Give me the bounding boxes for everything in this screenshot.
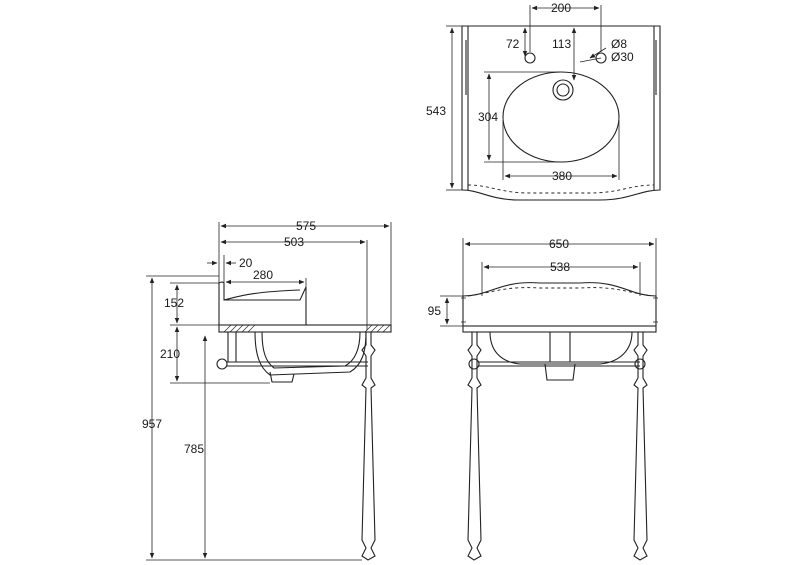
basin-top-slab: [218, 324, 392, 333]
dim-650: 650: [549, 237, 569, 251]
leg-front: [227, 332, 237, 362]
front-view: 650 538 95: [428, 237, 658, 561]
dim-543: 543: [426, 104, 446, 118]
dim-280: 280: [253, 268, 273, 282]
dim-503: 503: [284, 235, 304, 249]
front-top-profile: [462, 282, 657, 326]
dim-380: 380: [552, 169, 572, 183]
side-bowl: [254, 331, 367, 376]
dim-538: 538: [550, 260, 570, 274]
tap-hole-right: [595, 52, 607, 64]
dim-210: 210: [160, 347, 180, 361]
dim-72: 72: [506, 37, 520, 51]
top-view: 543 200 72 113 Ø8 Ø30 304 380: [426, 1, 661, 201]
dim-152: 152: [164, 296, 184, 310]
bowl-outline: [502, 71, 620, 163]
tap-hole-left: [524, 52, 536, 64]
dim-diam-8: Ø8: [611, 37, 627, 51]
side-view: 575 503 20 280 152 210 957 785: [142, 219, 392, 561]
front-edge-dashed: [467, 184, 655, 194]
leg-left: [467, 332, 482, 561]
leg-side: [361, 332, 376, 561]
dim-diam-30: Ø30: [611, 50, 634, 64]
front-bowl: [489, 331, 633, 365]
top-view-outline: [461, 25, 661, 201]
drain-hole: [552, 79, 574, 101]
dim-113: 113: [552, 37, 571, 51]
dim-95: 95: [428, 304, 442, 318]
rail-end-left: [468, 358, 480, 370]
dim-304: 304: [478, 110, 498, 124]
top-hatch: [223, 324, 391, 333]
rail-knob: [216, 358, 228, 370]
rail-end-right: [634, 358, 646, 370]
dim-200: 200: [551, 1, 571, 15]
upstand-profile: [218, 281, 307, 325]
dim-957: 957: [142, 417, 162, 431]
dim-575: 575: [296, 219, 316, 233]
front-slab: [462, 325, 657, 333]
dim-785: 785: [184, 442, 204, 456]
leg-right: [633, 332, 648, 561]
dim-20: 20: [239, 256, 253, 270]
